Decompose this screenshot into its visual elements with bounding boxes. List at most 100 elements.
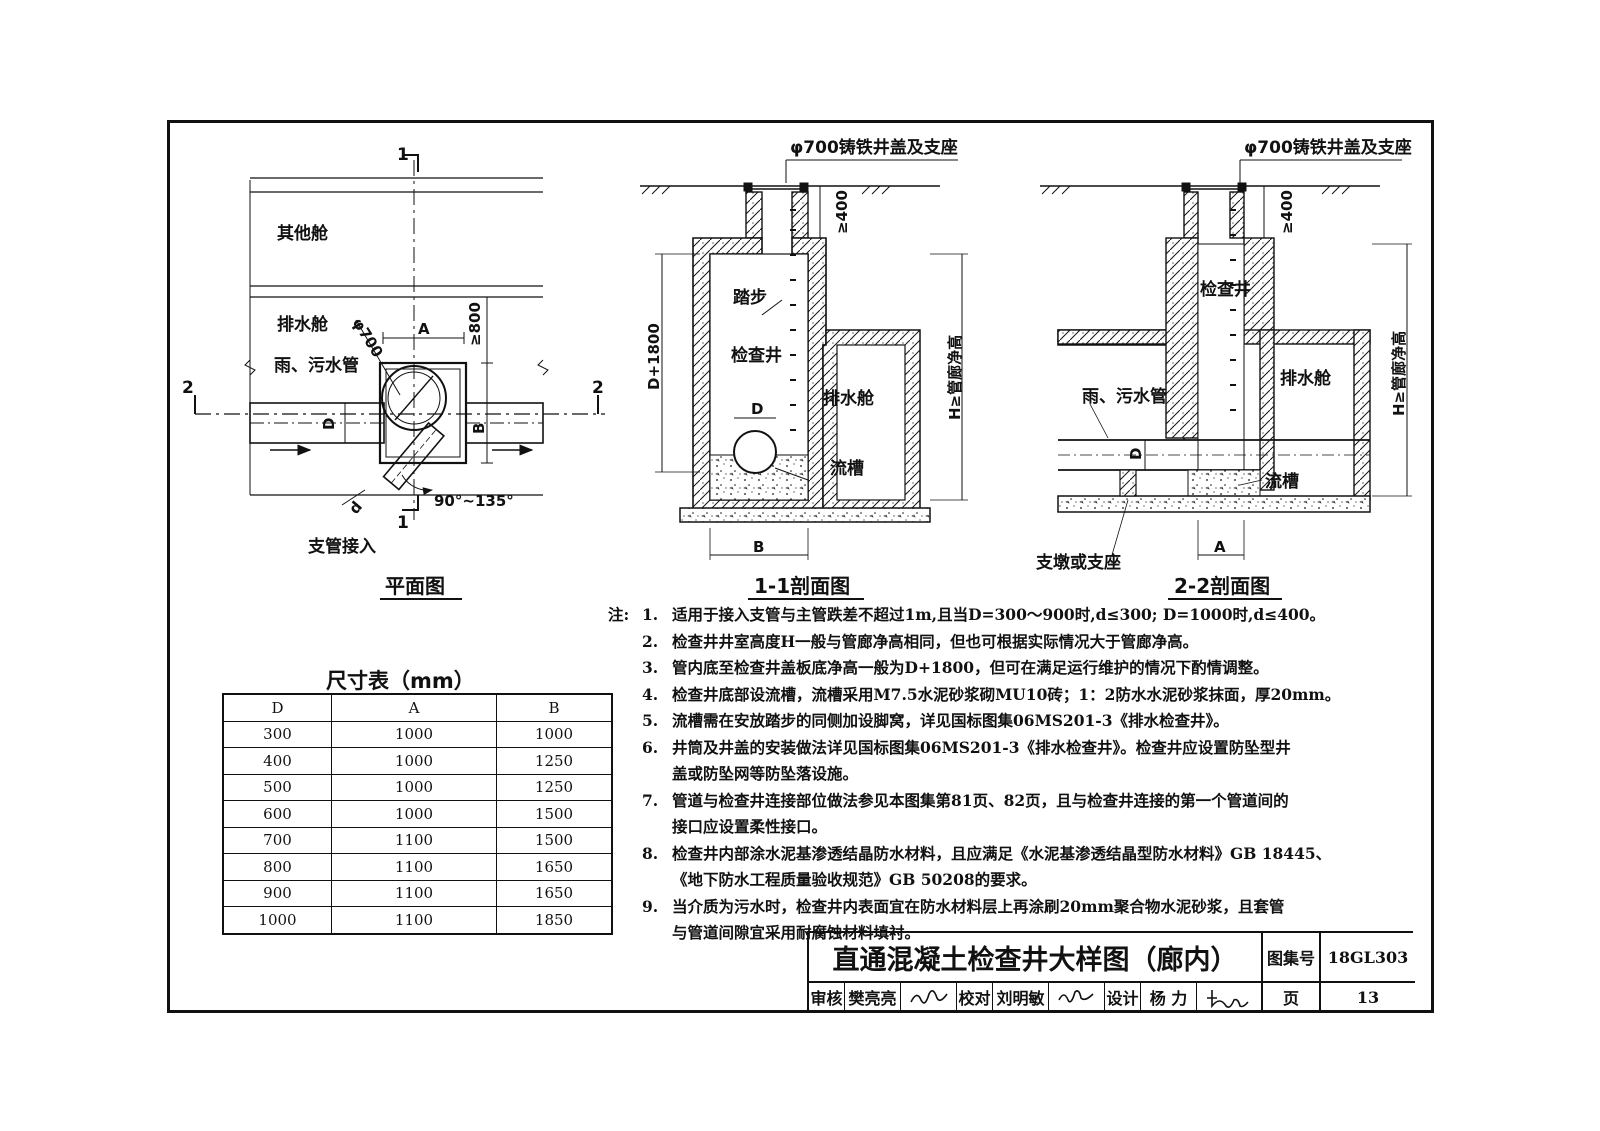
note-number: 9.: [642, 896, 659, 916]
drawing-frame: [167, 120, 1434, 1013]
atlas-label: 图集号: [1261, 933, 1319, 981]
s22-well-label: 检查井: [1200, 279, 1251, 300]
s11-well-label: 检查井: [731, 345, 782, 366]
plan-view-labels: 1 1 2 2 其他舱 排水舱 雨、污水管 φ700 A B D ≥800 d …: [182, 145, 604, 600]
note-number: 1.: [642, 605, 659, 624]
table-header-D: D: [222, 693, 332, 722]
s11-cover-label: φ700铸铁井盖及支座: [790, 137, 958, 158]
s11-B-label: B: [753, 538, 764, 556]
s22-cover-label: φ700铸铁井盖及支座: [1244, 137, 1412, 158]
section-1-1-title: 1-1剖面图: [754, 574, 850, 598]
table-cell: 1100: [331, 906, 497, 934]
s22-H-label: H≥管廊净高: [1390, 331, 1408, 416]
s11-ge400: ≥400: [833, 190, 851, 234]
table-cell: 1000: [331, 747, 497, 775]
note-number: 7.: [642, 790, 659, 810]
atlas-number: 18GL303: [1319, 933, 1415, 981]
s11-channel: 流槽: [830, 458, 864, 479]
table-cell: 1850: [496, 906, 613, 934]
table-cell: 1000: [331, 773, 497, 801]
drawing-title: 直通混凝土检查井大样图（廊内）: [832, 944, 1238, 976]
title-block: 直通混凝土检查井大样图（廊内） 图集号 18GL303 审核 樊亮亮 校对 刘明…: [807, 931, 1415, 1013]
checker-signature: [1049, 981, 1105, 1013]
label-pipe: 雨、污水管: [274, 355, 359, 376]
notes-block: 注: 1. 适用于接入支管与主管跌差不超过1m,且当D=300～900时,d≤3…: [608, 602, 1408, 947]
table-cell: 400: [222, 747, 332, 775]
dimension-table: D A B 300 1000 1000 400 1000 1250 500 10…: [222, 693, 613, 935]
label-phi: φ700: [349, 315, 387, 361]
note-item: 6. 井筒及井盖的安装做法详见国标图集06MS201-3《排水检查井》。检查井应…: [608, 735, 1408, 788]
note-text: 当介质为污水时，检查井内表面宜在防水材料层上再涂刷20mm聚合物水泥砂浆，且套管…: [672, 896, 1285, 943]
reviewer-name: 樊亮亮: [845, 981, 901, 1013]
s22-channel: 流槽: [1265, 471, 1299, 492]
note-item: 8. 检查井内部涂水泥基渗透结晶防水材料，且应满足《水泥基渗透结晶型防水材料》G…: [608, 841, 1408, 894]
plan-view: [194, 154, 605, 520]
table-row: 400 1000 1250: [222, 747, 613, 775]
s11-step-label: 踏步: [733, 287, 767, 308]
note-item: 注: 1. 适用于接入支管与主管跌差不超过1m,且当D=300～900时,d≤3…: [608, 602, 1408, 629]
check-label: 校对: [957, 981, 993, 1013]
table-cell: 300: [222, 720, 332, 748]
table-header-B: B: [496, 693, 613, 722]
table-cell: 1000: [496, 720, 613, 748]
table-row: 700 1100 1500: [222, 826, 613, 854]
label-drain-cabin: 排水舱: [277, 314, 329, 335]
table-cell: 1000: [331, 720, 497, 748]
designer-signature: [1197, 981, 1261, 1013]
s22-pier-label: 支墩或支座: [1036, 552, 1121, 573]
s11-height-label: D+1800: [645, 323, 663, 390]
s22-A-label: A: [1214, 538, 1226, 556]
note-number: 2.: [642, 631, 659, 651]
table-cell: 900: [222, 879, 332, 907]
plan-section-mark-top: 1: [397, 145, 409, 165]
note-number: 6.: [642, 737, 659, 757]
s11-D-label: D: [751, 400, 763, 418]
table-cell: 1000: [331, 800, 497, 828]
design-label: 设计: [1105, 981, 1141, 1013]
reviewer-signature: [901, 981, 957, 1013]
page-label: 页: [1261, 981, 1319, 1013]
table-row: 500 1000 1250: [222, 773, 613, 801]
s11-drain-cabin: 排水舱: [823, 388, 875, 409]
note-text: 流槽需在安放踏步的同侧加设脚窝，详见国标图集06MS201-3《排水检查井》。: [672, 711, 1229, 730]
label-other-cabin: 其他舱: [277, 223, 329, 244]
note-number: 5.: [642, 711, 659, 730]
label-D: D: [320, 418, 338, 430]
table-cell: 1100: [331, 826, 497, 854]
note-item: 9. 当介质为污水时，检查井内表面宜在防水材料层上再涂刷20mm聚合物水泥砂浆，…: [608, 894, 1408, 947]
designer-name: 杨 力: [1141, 981, 1197, 1013]
table-cell: 800: [222, 853, 332, 881]
note-item: 5. 流槽需在安放踏步的同侧加设脚窝，详见国标图集06MS201-3《排水检查井…: [608, 708, 1408, 735]
note-number: 3.: [642, 658, 659, 677]
table-cell: 700: [222, 826, 332, 854]
label-B: B: [470, 423, 488, 434]
note-item: 3. 管内底至检查井盖板底净高一般为D+1800，但可在满足运行维护的情况下酌情…: [608, 655, 1408, 682]
page-number: 13: [1319, 981, 1415, 1013]
plan-section-mark-right: 2: [592, 378, 604, 398]
table-row: 800 1100 1650: [222, 853, 613, 881]
label-angle: 90°~135°: [434, 492, 514, 510]
s22-drain-cabin: 排水舱: [1280, 368, 1332, 389]
table-row: 300 1000 1000: [222, 720, 613, 748]
table-row: 900 1100 1650: [222, 879, 613, 907]
table-row: 1000 1100 1850: [222, 906, 613, 934]
table-cell: 1650: [496, 853, 613, 881]
section-2-2: [1040, 159, 1412, 560]
plan-section-mark-bottom: 1: [397, 513, 409, 533]
section-1-1: [640, 159, 968, 560]
table-cell: 1500: [496, 800, 613, 828]
note-text: 管内底至检查井盖板底净高一般为D+1800，但可在满足运行维护的情况下酌情调整。: [672, 658, 1269, 677]
label-branch: 支管接入: [308, 536, 376, 557]
note-text: 检查井井室高度H一般与管廊净高相同，但也可根据实际情况大于管廊净高。: [672, 631, 1199, 651]
table-cell: 1100: [331, 853, 497, 881]
review-label: 审核: [809, 981, 845, 1013]
note-number: 8.: [642, 843, 659, 863]
table-cell: 600: [222, 800, 332, 828]
table-header-A: A: [331, 693, 497, 722]
s22-D-label: D: [1127, 448, 1145, 460]
table-row: 600 1000 1500: [222, 800, 613, 828]
note-item: 7. 管道与检查井连接部位做法参见本图集第81页、82页，且与检查井连接的第一个…: [608, 788, 1408, 841]
table-cell: 1250: [496, 747, 613, 775]
note-text: 适用于接入支管与主管跌差不超过1m,且当D=300～900时,d≤300; D=…: [672, 605, 1326, 624]
